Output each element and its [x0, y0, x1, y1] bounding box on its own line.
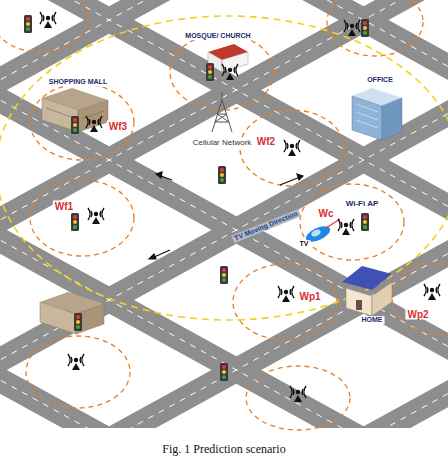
- direction-arrows: [149, 172, 303, 259]
- wifi-id: Wp1: [297, 291, 322, 302]
- wifi-id: Wf3: [107, 121, 129, 132]
- wifi-aps: [40, 12, 440, 402]
- roads: [0, 0, 448, 428]
- figure-caption: Fig. 1 Prediction scenario: [162, 442, 285, 457]
- wifi-id: Wf2: [255, 136, 277, 147]
- building-label: SHOPPING MALL: [47, 78, 109, 86]
- cellular-coverage: [0, 16, 448, 320]
- building-label: OFFICE: [365, 76, 395, 84]
- wifi-id: Wc: [317, 208, 336, 219]
- wifi-coverage: [0, 0, 448, 430]
- wifi-id: Wp2: [405, 309, 430, 320]
- traffic-lights: [24, 15, 369, 381]
- cell-tower: [212, 92, 232, 132]
- wifi-label: Wi-Fi AP: [344, 200, 381, 209]
- building-label: MOSQUE/ CHURCH: [183, 32, 252, 40]
- buildings: [40, 44, 402, 334]
- vehicle-label: TV: [298, 240, 311, 248]
- wifi-id: Wf1: [53, 201, 75, 212]
- building-label: HOME: [360, 316, 385, 324]
- network-label: Cellular Network: [191, 139, 254, 148]
